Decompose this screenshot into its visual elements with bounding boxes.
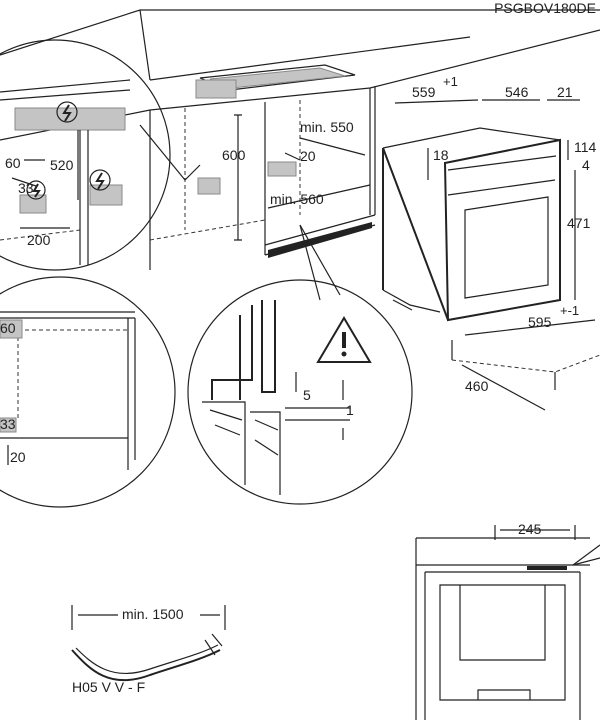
dim-oven-front-height: 471 bbox=[567, 215, 591, 231]
connection-block-center bbox=[267, 161, 297, 177]
cable-length: min. 1500 bbox=[122, 606, 184, 622]
power-cable: min. 1500 H05 V V - F bbox=[71, 605, 226, 695]
dim-cabinet-height: 600 bbox=[222, 147, 246, 163]
dim-niche-width: min. 560 bbox=[270, 191, 324, 207]
dim-oven-width-tol: +-1 bbox=[560, 303, 579, 318]
connection-block-small bbox=[197, 177, 221, 195]
electric-hazard-icon bbox=[56, 101, 78, 123]
oven-rear-view: 245 bbox=[415, 521, 600, 720]
dim-top-offset: 18 bbox=[433, 147, 449, 163]
dim-vent-depth: 20 bbox=[300, 148, 316, 164]
dim-520: 520 bbox=[50, 157, 74, 173]
dim-gap: 4 bbox=[582, 157, 590, 173]
dim-rear-245: 245 bbox=[518, 521, 542, 537]
dim-5: 5 bbox=[303, 387, 311, 403]
dim-oven-depth-tol: +1 bbox=[443, 74, 458, 89]
warning-triangle-icon bbox=[316, 316, 372, 363]
dim-oven-total-height: 114 bbox=[574, 139, 597, 155]
dim-oven-depth: 559 bbox=[412, 84, 436, 100]
dim-front-thickness: 21 bbox=[557, 84, 573, 100]
dim-20-left: 20 bbox=[10, 449, 26, 465]
zoom-circle-center: 5 1 bbox=[187, 279, 413, 505]
plinth-vent bbox=[268, 222, 372, 258]
socket-strip bbox=[14, 107, 126, 131]
dim-oven-body-depth: 546 bbox=[505, 84, 529, 100]
electric-hazard-icon bbox=[89, 169, 111, 191]
dim-oven-width: 595 bbox=[528, 314, 552, 330]
socket-box-low bbox=[0, 417, 17, 433]
zoom-circle-mid-left: 60 33 20 bbox=[0, 276, 176, 508]
dim-niche-depth: min. 550 bbox=[300, 119, 354, 135]
kitchen-counter bbox=[0, 9, 600, 270]
model-code: PSGBOV180DE bbox=[494, 0, 596, 16]
oven-appliance bbox=[382, 127, 561, 322]
dim-oven-body-width: 460 bbox=[465, 378, 489, 394]
cable-type: H05 V V - F bbox=[72, 679, 145, 695]
dim-200: 200 bbox=[27, 232, 51, 248]
dim-33-left: 33 bbox=[0, 416, 16, 432]
dim-33-top: 33 bbox=[18, 180, 34, 196]
socket-box-left bbox=[19, 194, 47, 214]
electric-hazard-icon bbox=[26, 180, 46, 200]
hob-connection-block bbox=[195, 79, 237, 99]
dim-1: 1 bbox=[346, 402, 354, 418]
dim-60-left: 60 bbox=[0, 320, 16, 336]
dim-60-top: 60 bbox=[5, 155, 21, 171]
socket-box-mid bbox=[0, 319, 23, 339]
zoom-circle-top-left: 520 60 33 200 bbox=[0, 39, 171, 271]
